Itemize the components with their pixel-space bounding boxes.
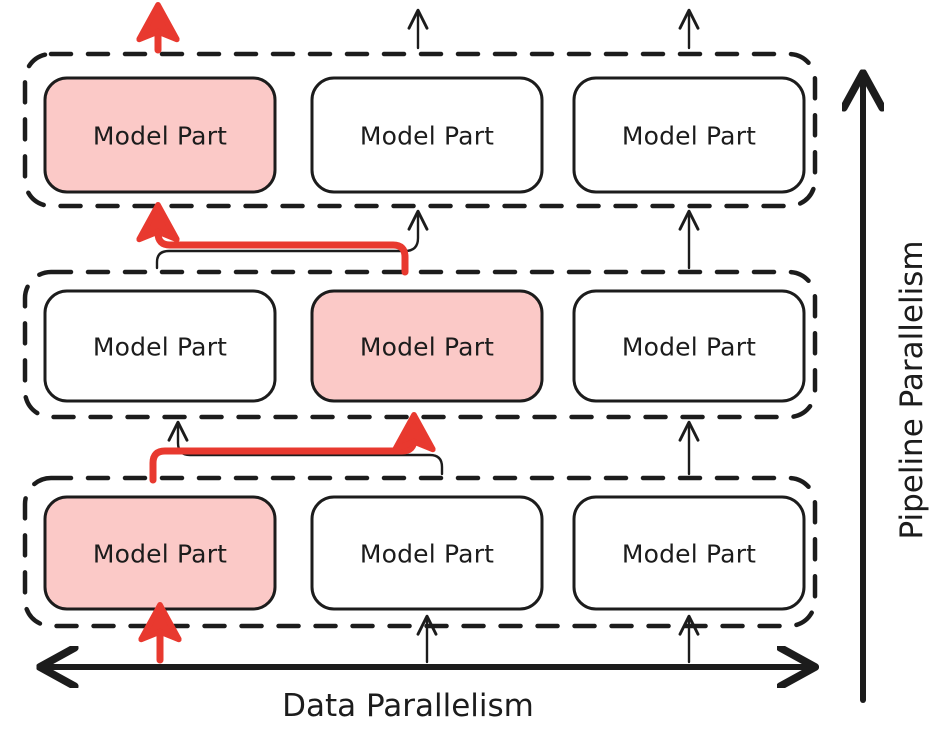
data-parallelism-label: Data Parallelism — [282, 688, 534, 724]
model-part-label: Model Part — [360, 540, 494, 569]
model-part-label: Model Part — [622, 540, 756, 569]
model-part-box[interactable] — [572, 76, 806, 194]
model-part-box[interactable] — [310, 76, 544, 194]
model-part-box[interactable] — [310, 495, 544, 611]
flow-arrow-col2-stage2-to-stage3 — [155, 209, 429, 270]
red-arrow-stage1-to-stage2 — [149, 412, 436, 484]
red-arrow-stage2-to-stage3 — [136, 202, 409, 276]
model-part-label: Model Part — [93, 540, 227, 569]
model-part-label: Model Part — [622, 333, 756, 362]
model-part-label: Model Part — [93, 333, 227, 362]
pipeline-parallelism-label: Pipeline Parallelism — [894, 240, 930, 539]
stage-container-2 — [22, 269, 818, 420]
model-part-label: Model Part — [360, 122, 494, 151]
pipeline-stage-1-group: Model Part Model Part Model Part — [22, 475, 818, 629]
pipeline-stage-3-group: Model Part Model Part Model Part — [22, 51, 818, 209]
stage-container-1 — [22, 475, 818, 629]
model-part-box[interactable] — [572, 289, 806, 403]
model-part-label: Model Part — [622, 122, 756, 151]
model-part-box[interactable] — [572, 495, 806, 611]
model-part-box[interactable] — [43, 76, 277, 194]
model-part-label: Model Part — [360, 333, 494, 362]
axis-pipeline-parallelism: Pipeline Parallelism — [863, 78, 930, 703]
model-part-box[interactable] — [310, 289, 544, 403]
stage-container-3 — [22, 51, 818, 209]
model-part-label: Model Part — [93, 122, 227, 151]
model-part-box[interactable] — [43, 289, 277, 403]
axis-data-parallelism: Data Parallelism — [45, 667, 810, 724]
pipeline-stage-2-group: Model Part Model Part Model Part — [22, 269, 818, 420]
